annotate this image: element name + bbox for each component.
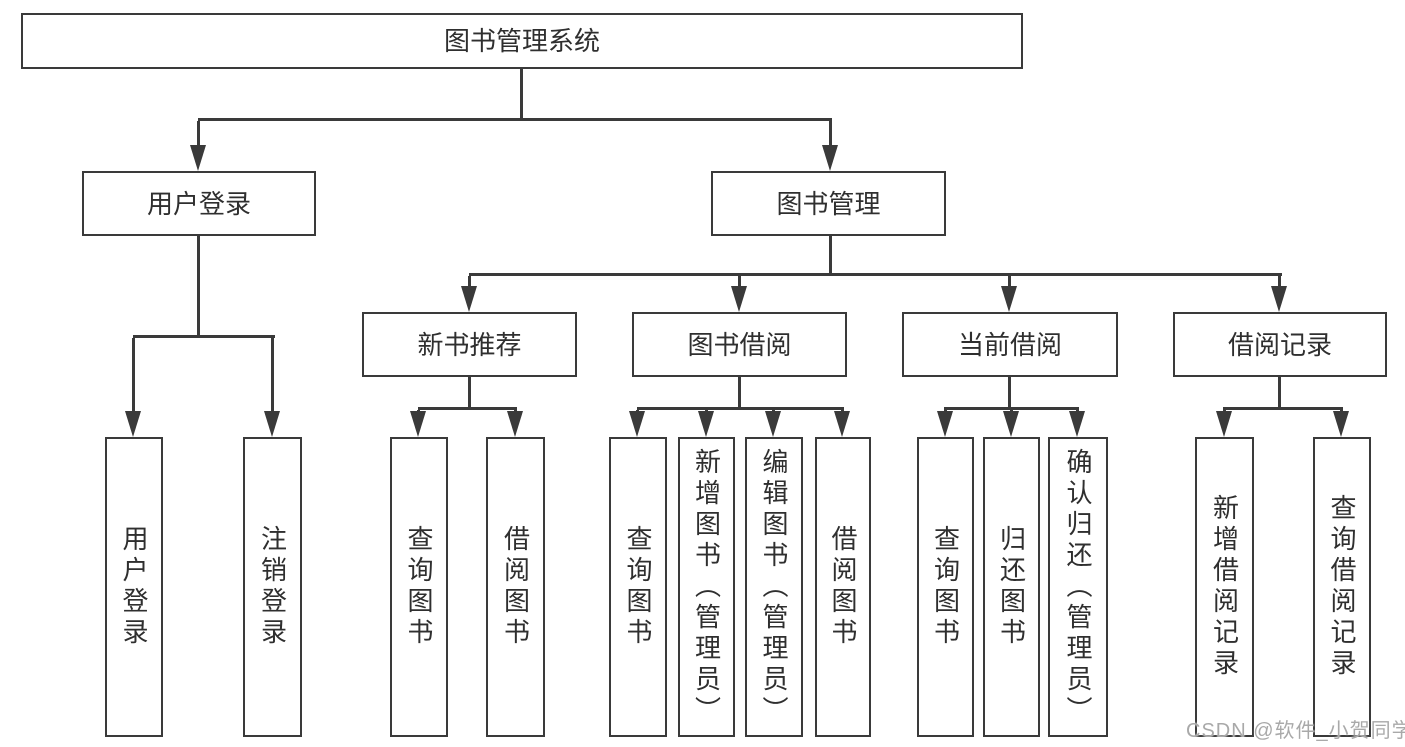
arrow-down-icon [834,411,850,437]
leaf-borrow-query-books-label: 查询图书 [623,525,653,649]
node-user-login-label: 用户登录 [146,188,251,219]
leaf-recommend-query-books: 查询图书 [390,437,448,737]
node-system-root: 图书管理系统 [21,13,1023,69]
node-new-book-recommend: 新书推荐 [362,312,577,377]
connector-line [1223,407,1343,410]
leaf-current-confirm-return-admin-label: 确认归还（管理员） [1063,447,1093,727]
leaf-recommend-query-books-label: 查询图书 [404,525,434,649]
arrow-down-icon [125,411,141,437]
connector-line [418,407,517,410]
arrow-down-icon [629,411,645,437]
leaf-current-confirm-return-admin: 确认归还（管理员） [1048,437,1108,737]
arrow-down-icon [507,411,523,437]
arrow-down-icon [1001,286,1017,312]
arrow-down-icon [731,286,747,312]
arrow-down-icon [1003,411,1019,437]
leaf-borrow-edit-books-admin-label: 编辑图书（管理员） [759,447,789,727]
leaf-borrow-add-books-admin: 新增图书（管理员） [678,437,735,737]
leaf-borrow-add-books-admin-label: 新增图书（管理员） [691,447,722,727]
leaf-user-login: 用户登录 [105,437,163,737]
connector-line [197,121,200,151]
node-current-borrow-label: 当前借阅 [957,329,1062,360]
leaf-borrow-borrow-books: 借阅图书 [815,437,871,737]
connector-line [469,273,1282,276]
connector-line [468,377,471,407]
arrow-down-icon [822,145,838,171]
arrow-down-icon [937,411,953,437]
leaf-borrow-borrow-books-label: 借阅图书 [828,525,858,649]
connector-line [944,407,1079,410]
arrow-down-icon [765,411,781,437]
node-system-root-label: 图书管理系统 [443,26,600,56]
leaf-recommend-borrow-books-label: 借阅图书 [500,525,531,649]
leaf-records-add-record: 新增借阅记录 [1195,437,1254,737]
arrow-down-icon [1216,411,1232,437]
arrow-down-icon [264,411,280,437]
arrow-down-icon [1271,286,1287,312]
connector-line [829,121,832,151]
leaf-current-return-books: 归还图书 [983,437,1040,737]
leaf-current-query-books: 查询图书 [917,437,974,737]
node-book-management: 图书管理 [711,171,946,236]
leaf-current-query-books-label: 查询图书 [930,525,961,649]
leaf-records-add-record-label: 新增借阅记录 [1209,494,1240,680]
connector-line [637,407,844,410]
connector-line [132,338,135,413]
arrow-down-icon [1333,411,1349,437]
leaf-logout: 注销登录 [243,437,302,737]
node-borrow-records-label: 借阅记录 [1227,329,1332,360]
leaf-borrow-edit-books-admin: 编辑图书（管理员） [745,437,803,737]
connector-line [1008,276,1011,288]
leaf-recommend-borrow-books: 借阅图书 [486,437,545,737]
arrow-down-icon [190,145,206,171]
leaf-borrow-query-books: 查询图书 [609,437,667,737]
leaf-user-login-label: 用户登录 [119,525,149,649]
node-book-management-label: 图书管理 [776,188,881,219]
connector-line [1008,377,1011,407]
connector-line [829,236,832,273]
connector-line [738,377,741,407]
leaf-logout-label: 注销登录 [257,525,288,649]
node-current-borrow: 当前借阅 [902,312,1118,377]
connector-line [1278,276,1281,288]
connector-line [133,335,275,338]
arrow-down-icon [461,286,477,312]
leaf-records-query-record: 查询借阅记录 [1313,437,1371,737]
connector-line [468,276,471,288]
leaf-current-return-books-label: 归还图书 [996,525,1027,649]
connector-line [520,69,523,118]
connector-line [738,276,741,288]
node-borrow-records: 借阅记录 [1173,312,1387,377]
connector-line [1278,377,1281,407]
node-new-book-recommend-label: 新书推荐 [417,329,522,360]
csdn-watermark: CSDN @软件_小贺同学 [1186,720,1405,742]
arrow-down-icon [1069,411,1085,437]
arrow-down-icon [698,411,714,437]
connector-line [271,338,274,413]
node-book-borrow: 图书借阅 [632,312,847,377]
leaf-records-query-record-label: 查询借阅记录 [1327,494,1357,680]
arrow-down-icon [410,411,426,437]
connector-line [197,236,200,335]
node-user-login: 用户登录 [82,171,316,236]
connector-line [198,118,832,121]
node-book-borrow-label: 图书借阅 [687,329,792,360]
